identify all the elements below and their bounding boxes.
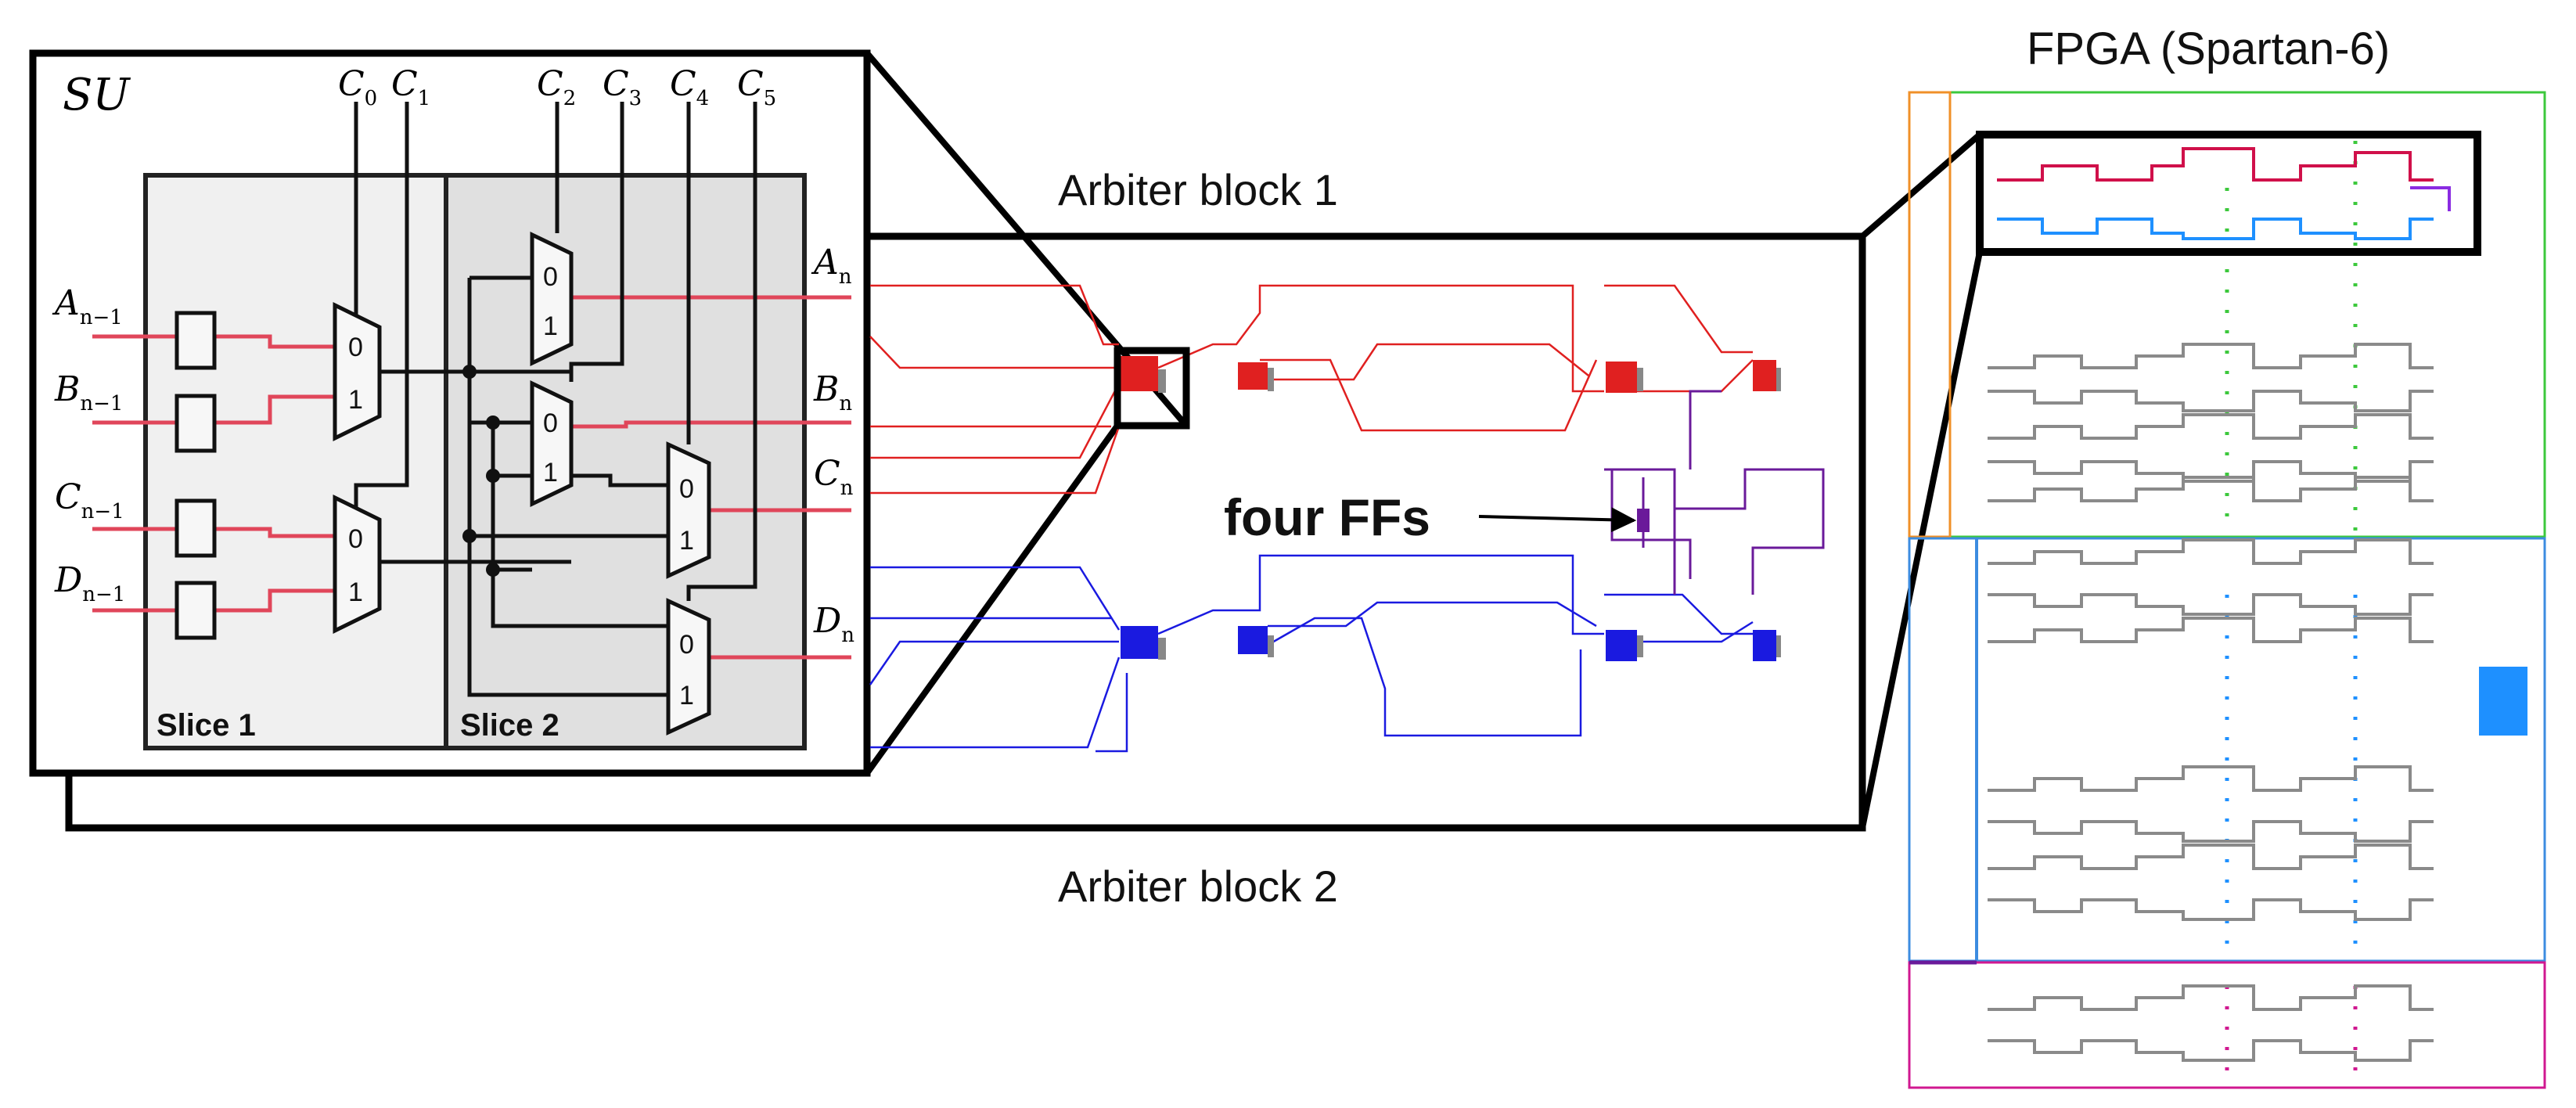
blue-routing	[869, 554, 1754, 753]
output-label-b: Bn	[813, 369, 852, 416]
fpga-title: FPGA (Spartan-6)	[2027, 23, 2390, 74]
mux1-zero: 0	[348, 333, 363, 362]
output-label-d: Dn	[813, 601, 854, 647]
fpga-panel: FPGA (Spartan-6)	[1908, 23, 2546, 1089]
red-cells	[1121, 356, 1776, 393]
mux6-one: 1	[679, 681, 694, 710]
su-panel: SU Slice 1 Slice 2	[29, 49, 871, 777]
zoom-line-fpga-bottom	[1859, 251, 1983, 829]
ff-arrow	[1478, 507, 1637, 533]
input-label-c: Cn−1	[55, 477, 124, 523]
fpga-highlight-arbiter	[1976, 131, 2481, 256]
mux2-zero: 0	[348, 524, 363, 554]
multiplexers	[333, 232, 711, 736]
red-routing	[869, 284, 1754, 495]
magenta-region	[1908, 961, 2546, 1089]
output-label-c: Cn	[814, 454, 854, 500]
control-label-c3: C3	[603, 64, 642, 110]
su-title: SU	[63, 70, 131, 121]
signal-lines	[92, 295, 851, 660]
output-label-a: An	[811, 243, 852, 289]
mux5-zero: 0	[679, 474, 694, 504]
mux4-zero: 0	[543, 408, 558, 438]
mux3-one: 1	[543, 311, 558, 341]
purple-routing	[1604, 390, 1825, 595]
arbiter-panel: Arbiter block 1 Arbiter block 2	[65, 51, 1983, 911]
ff-cluster	[1637, 509, 1650, 532]
control-label-c0: C0	[338, 64, 377, 110]
control-label-c1: C1	[391, 64, 430, 110]
mux1-one: 1	[348, 385, 363, 415]
slice-1-label: Slice 1	[157, 708, 256, 743]
blue-cells	[1121, 626, 1776, 661]
input-label-a: An−1	[52, 283, 123, 329]
mux3-zero: 0	[543, 262, 558, 292]
control-label-c2: C2	[537, 64, 576, 110]
zoom-highlight-su	[1114, 347, 1190, 430]
junction-dots	[462, 365, 500, 577]
slice-1-box	[143, 173, 448, 750]
zoom-line-su-bottom	[864, 423, 1121, 775]
mux5-one: 1	[679, 526, 694, 556]
blue-region	[1908, 537, 2546, 962]
green-region	[1948, 91, 2546, 538]
ff-annotation: four FFs	[1224, 488, 1430, 546]
column-markers	[2225, 141, 2358, 1084]
blue-block	[2479, 667, 2527, 736]
arbiter-block-2-label: Arbiter block 2	[1058, 862, 1338, 911]
slice-2-box	[444, 173, 807, 750]
input-label-d: Dn−1	[54, 560, 125, 606]
arbiter-rows	[1988, 343, 2434, 1062]
orange-region	[1908, 91, 1952, 538]
highlighted-arbiter	[1997, 147, 2451, 240]
mux2-one: 1	[348, 577, 363, 607]
control-label-c4: C4	[670, 64, 709, 110]
red-cell-pins	[1158, 368, 1781, 393]
mux6-zero: 0	[679, 630, 694, 660]
input-buffers	[174, 311, 217, 640]
arbiter-block-1-label: Arbiter block 1	[1058, 165, 1338, 214]
input-label-b: Bn−1	[54, 369, 123, 416]
zoom-line-fpga-top	[1860, 131, 1982, 239]
blue-cell-pins	[1158, 635, 1781, 660]
slice-2-label: Slice 2	[460, 708, 559, 743]
mux4-one: 1	[543, 458, 558, 487]
control-label-c5: C5	[737, 64, 776, 110]
